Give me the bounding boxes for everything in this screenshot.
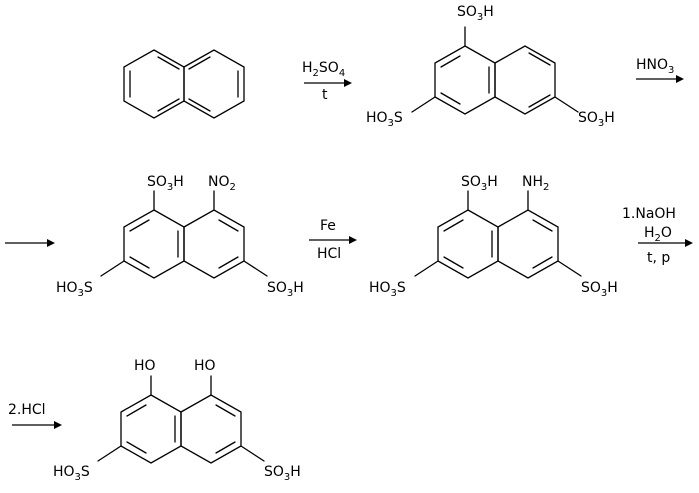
- naphthalene-structure: [123, 49, 245, 119]
- ho3s-group: HO3S: [366, 110, 403, 129]
- reagent-h2so4: H2SO4: [302, 60, 345, 79]
- reagent-hcl-step2: 2.HCl: [8, 402, 46, 418]
- ho3s-group: HO3S: [53, 464, 90, 483]
- condition-t-p: t, p: [647, 250, 670, 266]
- reaction-arrow-2: [636, 75, 684, 83]
- ho-group: HO: [194, 358, 216, 374]
- reagent-hno3: HNO3: [636, 57, 674, 76]
- so3h-group: SO3H: [147, 174, 184, 193]
- ho3s-group: HO3S: [56, 280, 93, 299]
- nitro-trisulfonic-acid-structure: [100, 190, 268, 279]
- nh2-group: NH2: [522, 174, 549, 193]
- reaction-arrow-2-continuation: [5, 239, 55, 247]
- no2-group: NO2: [208, 174, 236, 193]
- reagent-naoh: 1.NaOH: [622, 206, 676, 222]
- chromotropic-acid-structure: [97, 375, 265, 464]
- reaction-arrow-4: [638, 239, 693, 247]
- so3h-group: SO3H: [581, 280, 618, 299]
- ho3s-group: HO3S: [369, 280, 406, 299]
- so3h-group: SO3H: [457, 4, 494, 23]
- so3h-group: SO3H: [578, 110, 615, 129]
- reagent-hcl: HCl: [317, 246, 341, 262]
- so3h-group: SO3H: [267, 280, 304, 299]
- reagent-fe: Fe: [320, 218, 336, 234]
- trisulfonic-acid-structure: [411, 26, 579, 115]
- reagent-h2o: H2O: [644, 225, 672, 244]
- amino-trisulfonic-acid-structure: [414, 190, 582, 279]
- reaction-arrow-1: [304, 79, 352, 87]
- reaction-arrow-5: [12, 421, 62, 429]
- so3h-group: SO3H: [264, 464, 301, 483]
- ho-group: HO: [134, 358, 156, 374]
- reaction-arrow-3: [309, 236, 357, 244]
- so3h-group: SO3H: [461, 174, 498, 193]
- condition-t: t: [322, 87, 328, 103]
